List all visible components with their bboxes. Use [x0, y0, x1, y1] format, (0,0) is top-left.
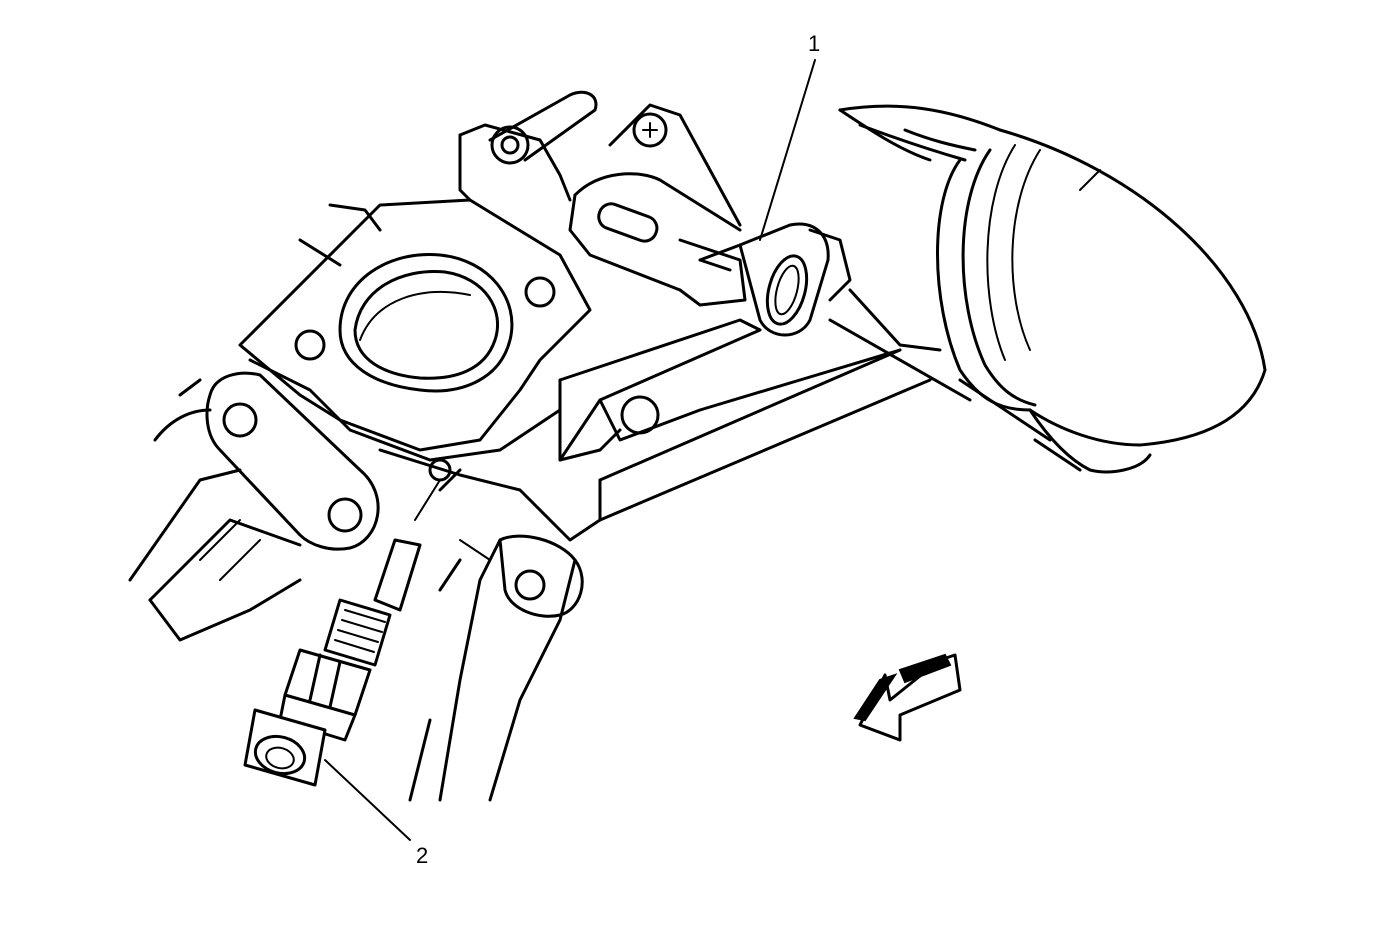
- bracket: [568, 103, 747, 307]
- callout-label-2: 2: [416, 843, 429, 868]
- leader-line-2: [324, 759, 411, 841]
- leader-line-1: [759, 59, 816, 241]
- callout-label-1: 1: [808, 31, 821, 56]
- sensor-1: [698, 222, 852, 337]
- housing: [828, 104, 1267, 474]
- lower-arm: [558, 318, 932, 522]
- side-plate: [128, 371, 380, 642]
- sensor-2: [243, 479, 441, 787]
- stud: [488, 90, 598, 165]
- direction-arrow-icon: [853, 653, 962, 742]
- lower-casing: [378, 448, 602, 802]
- flange: [238, 123, 592, 462]
- leader-lines: [324, 59, 816, 841]
